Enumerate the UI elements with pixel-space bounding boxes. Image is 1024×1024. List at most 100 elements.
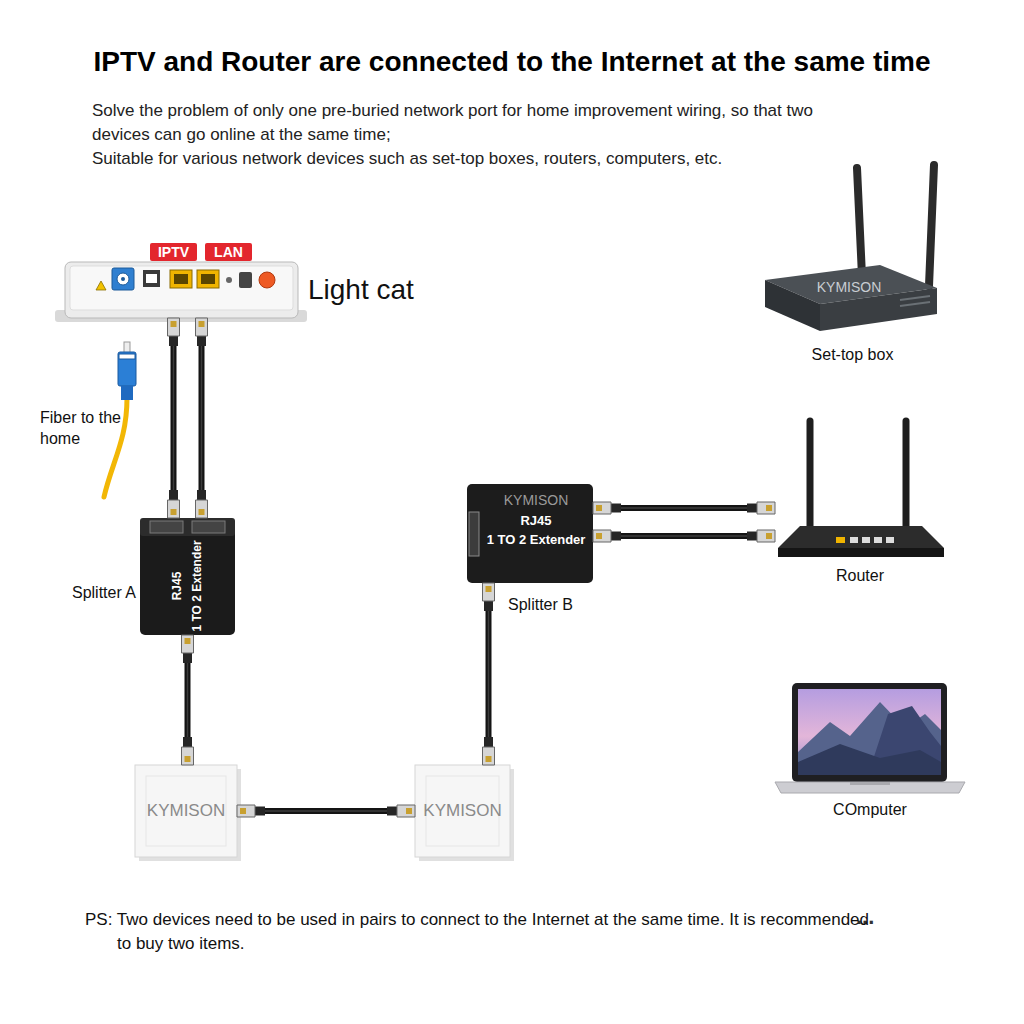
plug-contacts	[596, 505, 602, 511]
device-label: Router	[775, 566, 945, 586]
plug-contacts	[199, 509, 205, 515]
splitter-node: KYMISONRJ451 TO 2 ExtenderSplitter B	[467, 484, 593, 583]
rj45-plug	[237, 805, 255, 817]
rj45-plug	[593, 502, 611, 514]
box-front	[765, 280, 820, 331]
plug-contacts	[171, 509, 177, 515]
phone-port-hole	[146, 274, 157, 283]
device-label: IPTV	[150, 243, 197, 261]
lan-port	[197, 270, 219, 288]
plug-contacts	[185, 756, 191, 762]
mountain	[798, 702, 941, 775]
plug-contacts	[185, 638, 191, 644]
router-front	[778, 548, 944, 557]
rj45-plug	[196, 318, 208, 336]
set-top-box-node: KYMISONSet-top box	[765, 165, 940, 335]
device-label: Splitter A	[54, 583, 136, 603]
plug-contacts	[766, 533, 772, 539]
plug-contacts	[596, 533, 602, 539]
cable-boot	[747, 532, 757, 541]
splitter-node: RJ451 TO 2 ExtenderSplitter A	[140, 518, 235, 635]
wall-plate-a	[135, 765, 241, 861]
wall-plate-node: KYMISON	[415, 765, 510, 857]
antenna	[903, 421, 910, 527]
antenna	[929, 165, 934, 286]
cable-boot	[484, 737, 493, 747]
lan-port-hole	[174, 274, 188, 284]
cable-highlight	[173, 318, 175, 518]
page-title: IPTV and Router are connected to the Int…	[12, 44, 1012, 80]
cable-boot	[183, 737, 192, 747]
rj45-plug	[397, 805, 415, 817]
splitter-port	[150, 521, 183, 533]
plug-contacts	[406, 808, 412, 814]
splitter-body	[140, 528, 235, 635]
cable	[593, 502, 775, 514]
cable	[182, 635, 194, 765]
router-node: Router	[775, 420, 945, 560]
warning-symbol	[96, 281, 106, 290]
intro-text: Solve the problem of only one pre-buried…	[92, 99, 872, 147]
fiber-port-ring	[117, 273, 129, 285]
plug-contacts	[486, 586, 492, 592]
device-label: 1 TO 2 Extender	[481, 531, 591, 548]
valley	[798, 744, 941, 775]
rj45-plug	[757, 502, 775, 514]
antenna	[857, 168, 862, 276]
rj45-plug	[757, 530, 775, 542]
vent	[900, 302, 930, 306]
router-port	[862, 537, 870, 543]
lan-port	[170, 270, 192, 288]
rj45-plug	[483, 747, 495, 765]
device-label: KYMISON	[415, 800, 510, 822]
splitter-port	[192, 521, 225, 533]
laptop-lid	[792, 683, 947, 782]
rj45-plug	[483, 583, 495, 601]
rj45-plug	[182, 747, 194, 765]
device-label: 1 TO 2 Extender	[190, 540, 205, 631]
cable	[483, 583, 495, 765]
device-label: KYMISON	[483, 491, 589, 509]
wall-plate-b	[415, 765, 514, 861]
device-label: COmputer	[775, 800, 965, 820]
splitter-top	[140, 518, 235, 536]
splitter-a-figure	[140, 518, 235, 635]
cable-boot	[197, 490, 206, 500]
fiber-connector-ring	[119, 354, 135, 359]
router-port	[836, 537, 845, 543]
intro-text: Suitable for various network devices suc…	[92, 147, 912, 171]
laptop-notch	[850, 782, 890, 785]
wall-plate-node: KYMISON	[135, 765, 237, 857]
rj45-plug	[593, 530, 611, 542]
splitter-port	[469, 512, 479, 556]
footnote: PS: Two devices need to be used in pairs…	[85, 908, 875, 956]
device-label: RJ45	[170, 572, 185, 601]
vent	[900, 296, 930, 300]
plate	[415, 765, 510, 857]
cable	[237, 805, 415, 817]
cable-boot	[387, 807, 397, 816]
splitter-body	[467, 484, 593, 583]
fiber-port	[112, 268, 134, 290]
reset-button	[226, 277, 232, 283]
device-label: Light cat	[308, 274, 414, 306]
device-label: RJ45	[483, 512, 589, 529]
cable	[196, 318, 208, 518]
plug-contacts	[240, 808, 246, 814]
light-cat-device	[55, 262, 307, 322]
splitter-b-figure	[467, 484, 593, 583]
cable-boot	[611, 532, 621, 541]
device-label: LAN	[205, 243, 252, 261]
rj45-plug	[196, 500, 208, 518]
cable-boot	[169, 490, 178, 500]
device-label: Set-top box	[765, 345, 940, 365]
cable-boot	[183, 653, 192, 663]
cable	[593, 530, 775, 542]
antenna	[807, 421, 814, 527]
device-label: KYMISON	[803, 278, 895, 296]
set-top-box-figure	[765, 165, 937, 331]
fiber-port-core	[121, 277, 125, 281]
lan-port-hole	[201, 274, 215, 284]
plate	[135, 765, 237, 857]
